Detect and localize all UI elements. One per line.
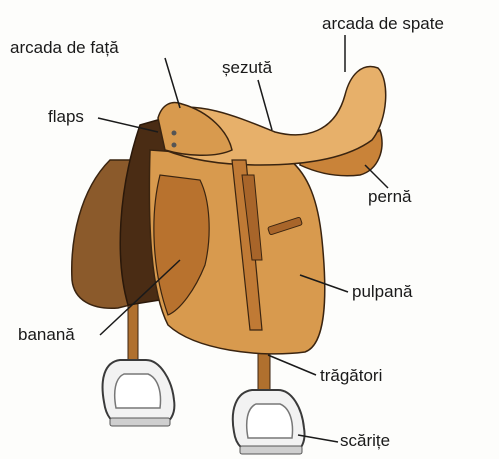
label-flaps: flaps [48, 108, 84, 125]
label-arcada-de-spate: arcada de spate [322, 15, 444, 32]
leader-sezuta [258, 80, 272, 130]
stirrup-right [233, 390, 305, 454]
label-perna: pernă [368, 188, 411, 205]
label-arcada-de-fata: arcada de față [10, 39, 119, 56]
leader-tragatori [268, 355, 316, 375]
leader-perna [365, 165, 388, 188]
leader-arcada-de-fata [165, 58, 180, 108]
label-pulpana: pulpană [352, 283, 413, 300]
stirrup-left [103, 360, 175, 426]
label-scarite: scărițe [340, 432, 390, 449]
label-banana: banană [18, 326, 75, 343]
label-sezuta: șezută [222, 59, 272, 76]
arcada-de-fata-panel [158, 103, 232, 156]
label-tragatori: trăgători [320, 367, 382, 384]
